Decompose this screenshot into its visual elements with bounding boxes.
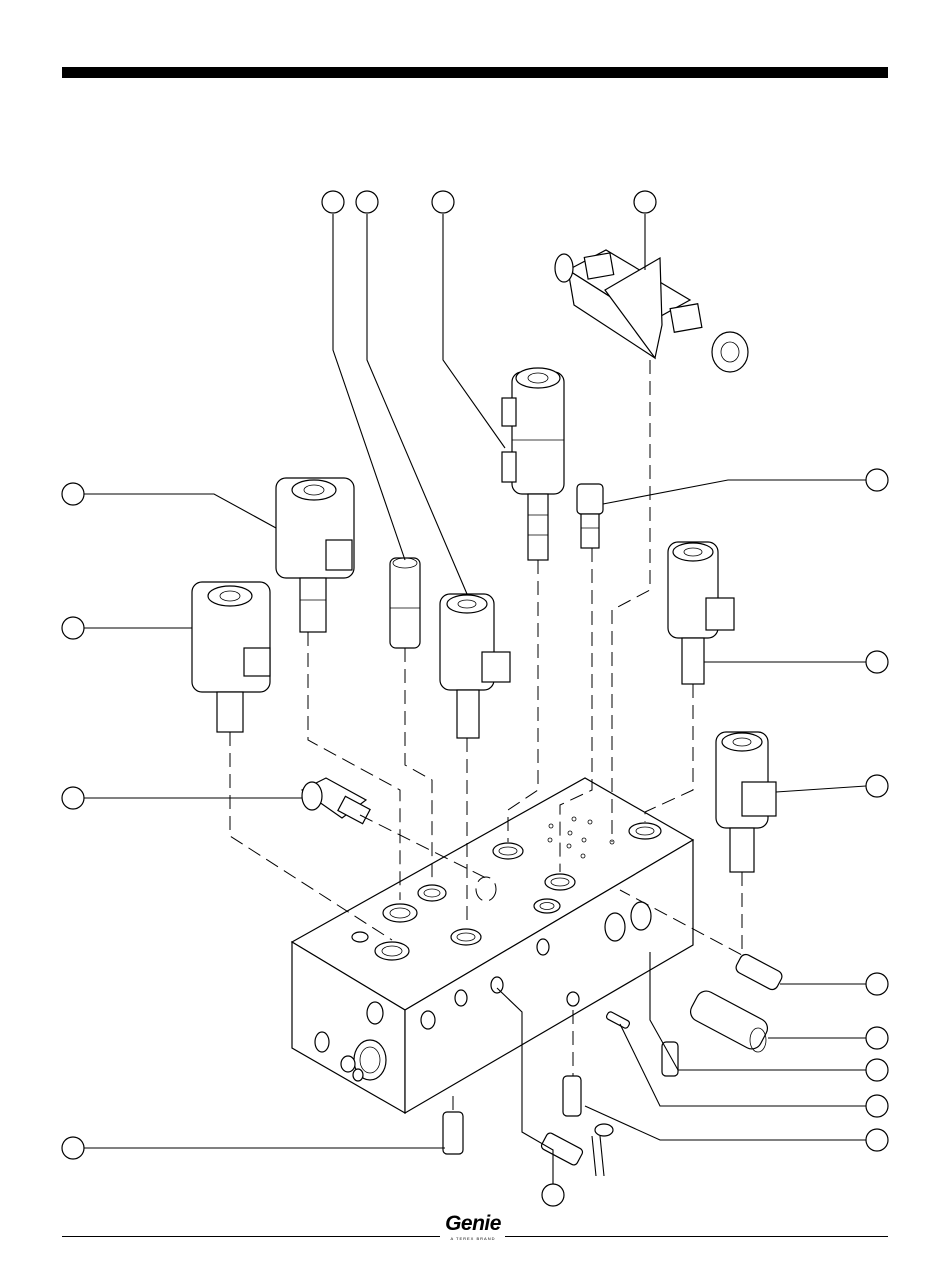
plug-small-right bbox=[662, 1042, 678, 1076]
directional-valve bbox=[555, 250, 748, 372]
solenoid-valve-far-right bbox=[716, 732, 776, 872]
footer-rule-right bbox=[505, 1236, 888, 1237]
pressure-switch-fitting bbox=[540, 1124, 613, 1176]
plug-left-bottom bbox=[443, 1112, 463, 1154]
callout-circle bbox=[62, 617, 84, 639]
callout-circle bbox=[866, 1027, 888, 1049]
logo-wordmark: Genie bbox=[440, 1212, 506, 1236]
genie-logo: Genie A TEREX BRAND bbox=[440, 1212, 506, 1252]
solenoid-valve-center-left bbox=[440, 594, 510, 738]
check-valve-cartridge bbox=[577, 484, 603, 548]
callout-circle bbox=[62, 483, 84, 505]
solenoid-valve-upper-left bbox=[276, 478, 354, 632]
callout-circle bbox=[542, 1184, 564, 1206]
solenoid-valve-right bbox=[668, 542, 734, 684]
callout-circle bbox=[866, 1095, 888, 1117]
callout-circle bbox=[866, 1059, 888, 1081]
callout-circle bbox=[866, 469, 888, 491]
orifice-plug bbox=[606, 1011, 631, 1029]
cartridge-valve-small bbox=[390, 558, 420, 648]
solenoid-valve-left bbox=[192, 582, 270, 732]
callout-circle bbox=[356, 191, 378, 213]
solenoid-valve-large-center bbox=[502, 368, 564, 560]
relief-valve-horizontal bbox=[302, 778, 370, 824]
callout-circle bbox=[322, 191, 344, 213]
cartridge-valve-right-b bbox=[687, 988, 771, 1053]
callout-circle bbox=[634, 191, 656, 213]
manifold-block bbox=[292, 778, 693, 1113]
callout-circle bbox=[866, 651, 888, 673]
callout-circle bbox=[62, 1137, 84, 1159]
footer-rule-left bbox=[62, 1236, 440, 1237]
callout-circle bbox=[62, 787, 84, 809]
cartridge-valve-right-a bbox=[734, 952, 784, 991]
callout-circle bbox=[866, 775, 888, 797]
plug-center-bottom bbox=[563, 1076, 581, 1116]
callout-circle bbox=[866, 1129, 888, 1151]
callout-circle bbox=[432, 191, 454, 213]
callout-circle bbox=[866, 973, 888, 995]
logo-tagline: A TEREX BRAND bbox=[440, 1236, 506, 1241]
